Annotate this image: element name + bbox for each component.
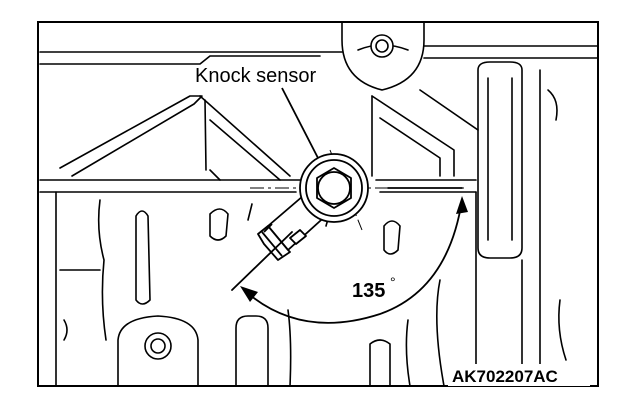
angle-arrowheads [240,196,468,302]
bolt-icon [370,34,394,58]
engine-block-outline [39,21,599,387]
figure-code-label: AK702207AC [452,367,558,386]
knock-sensor-icon [257,153,369,261]
angle-degree-symbol: ° [390,274,396,290]
callout-leader-line [281,87,319,159]
knock-sensor-label: Knock sensor [195,65,317,87]
angle-dimension [231,187,463,324]
bolt-icon [144,332,172,360]
figure-code-box [448,364,590,386]
angle-value-label: 135 [352,280,385,302]
